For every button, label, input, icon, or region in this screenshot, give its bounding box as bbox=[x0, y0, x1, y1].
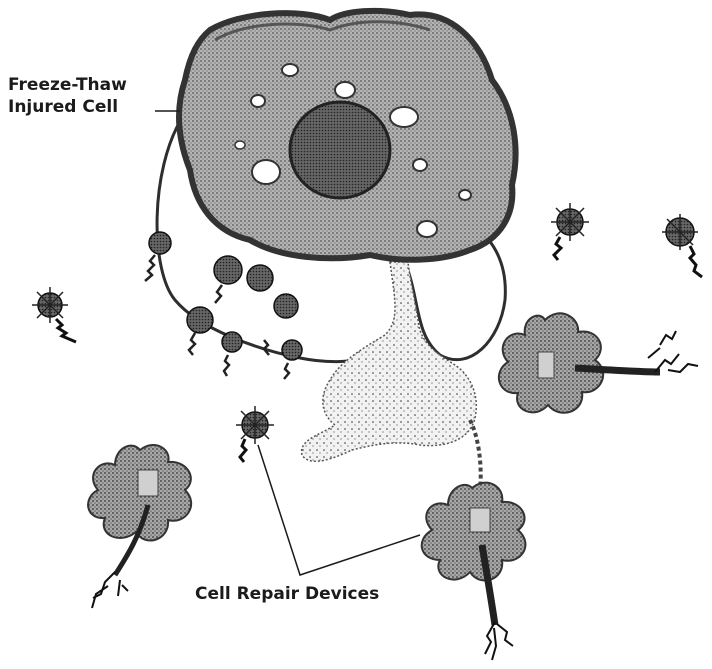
large-repair-device-right bbox=[470, 313, 698, 490]
large-repair-device-bottom-center bbox=[422, 483, 526, 660]
repair-device-icon bbox=[32, 287, 76, 342]
repair-device-icon bbox=[236, 406, 274, 462]
injured-cell-label-line2: Injured Cell bbox=[8, 96, 127, 118]
injured-cell-label: Freeze-Thaw Injured Cell bbox=[8, 74, 127, 118]
nucleus-icon bbox=[290, 102, 390, 198]
repair-device-icon bbox=[662, 214, 702, 277]
repair-devices-label: Cell Repair Devices bbox=[195, 583, 379, 605]
injured-cell-label-line1: Freeze-Thaw bbox=[8, 74, 127, 96]
repair-device-icon bbox=[551, 203, 589, 260]
large-repair-device-left bbox=[88, 445, 191, 608]
injured-cell-icon bbox=[179, 11, 516, 260]
